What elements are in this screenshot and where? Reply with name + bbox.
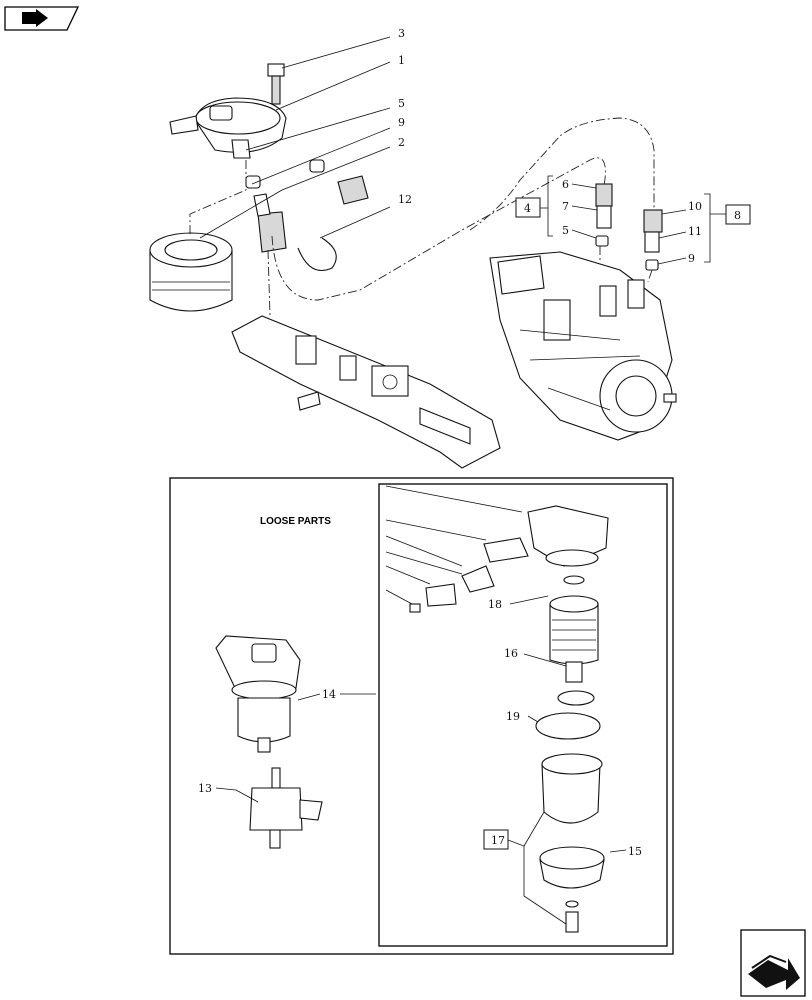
hose-clamp [297,237,337,272]
loose-parts-frame [169,477,674,955]
callout-3: 3 [398,27,405,40]
callout-18: 18 [488,598,502,611]
callout-15: 15 [628,845,642,858]
inline-fuel-filter [249,767,323,849]
next-page-icon[interactable] [740,929,806,997]
callout-12: 12 [398,193,412,206]
fuel-filter-head [169,97,287,159]
previous-page-icon[interactable] [4,6,80,31]
callout-7: 7 [562,200,569,213]
fuel-routing-lines [189,117,655,317]
fuel-hose-pieces [245,159,369,253]
callout-11: 11 [688,225,702,238]
callout-13: 13 [198,782,212,795]
loose-parts-caption: LOOSE PARTS [260,516,331,527]
injection-pump [489,251,677,441]
callout-1: 1 [398,54,405,67]
callout-5-pump: 5 [562,224,569,237]
callout-box-4: 4 [515,197,541,218]
engine-bracket [231,315,501,469]
callout-10: 10 [688,200,702,213]
callout-2: 2 [398,136,405,149]
callout-9: 9 [398,116,405,129]
callout-6: 6 [562,178,569,191]
callout-5: 5 [398,97,405,110]
bolt [267,63,285,105]
leader-lines [199,36,726,265]
svg-text:17: 17 [491,834,505,847]
callout-19: 19 [506,710,520,723]
callout-9-pump: 9 [688,252,695,265]
fuel-filter-assembly [215,635,301,753]
callout-16: 16 [504,647,518,660]
callout-14: 14 [322,688,336,701]
callout-box-8: 8 [725,204,751,225]
exploded-filter-parts [385,485,609,933]
fuel-filter-cartridge [149,232,233,312]
svg-text:4: 4 [524,202,531,215]
svg-text:8: 8 [734,209,741,222]
pump-fittings [595,183,663,271]
exploded-view-frame [378,483,668,947]
inset-leader-lines [215,595,627,925]
callout-box-17: 17 [483,829,509,850]
